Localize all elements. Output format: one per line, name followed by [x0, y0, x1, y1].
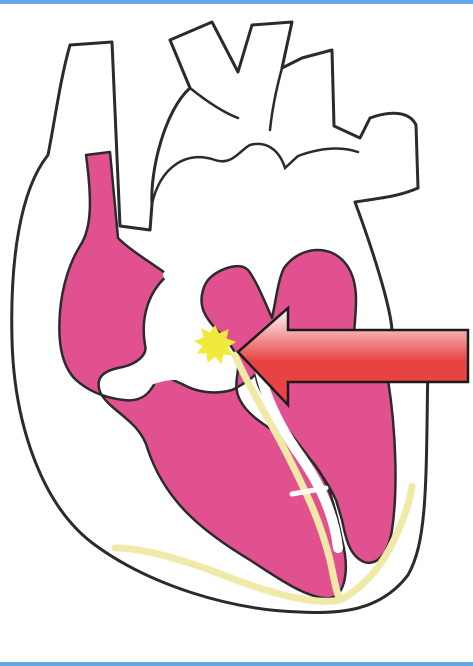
- heart-cross-section-icon: [12, 22, 428, 613]
- frame-bottom-border: [0, 662, 473, 666]
